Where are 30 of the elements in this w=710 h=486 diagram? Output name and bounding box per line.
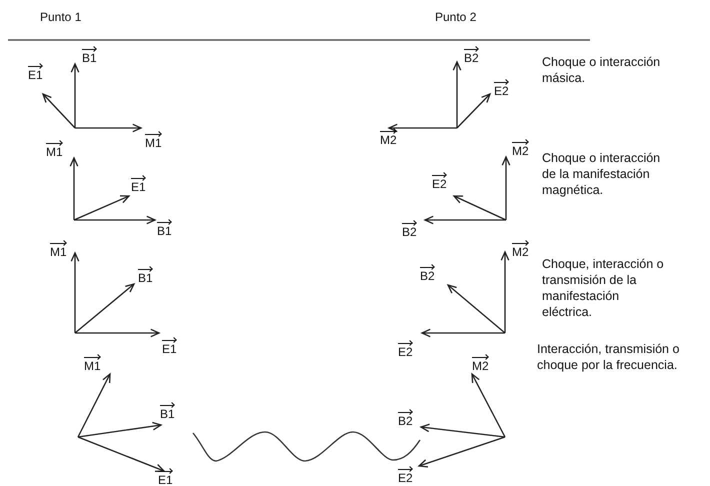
vector-label: E1	[131, 175, 146, 194]
vector-label: E1	[162, 337, 177, 356]
vector-label: M2	[472, 354, 489, 373]
vector-label: M2	[512, 240, 529, 259]
vector-label: E2	[398, 466, 413, 485]
vector-label: E1	[158, 468, 173, 486]
vector-label: B1	[138, 266, 153, 285]
point-heading: Punto 2	[435, 10, 476, 24]
vector-label: M1	[50, 240, 67, 259]
description-text: Choque o interacción de la manifestación magnética.	[542, 150, 662, 198]
vector-label: E1	[28, 63, 43, 82]
vector-label: M2	[512, 139, 529, 158]
vector-label: E2	[398, 340, 413, 359]
vector-label: B2	[420, 264, 435, 283]
description-text: Choque, interacción o transmisión de la manifestación eléctrica.	[542, 256, 665, 320]
vector-label: B1	[157, 219, 172, 238]
vector-label: B2	[464, 46, 479, 65]
vector-label: E2	[494, 79, 509, 98]
vector-label: B2	[398, 409, 413, 428]
description-text: Interacción, transmisión o choque por la frecuencia.	[537, 341, 680, 373]
vector-label: M1	[84, 354, 101, 373]
description-text: Choque o interacción másica.	[542, 54, 662, 86]
vector-label: B2	[402, 220, 417, 239]
vector-label: B1	[160, 402, 175, 421]
point-heading: Punto 1	[40, 10, 82, 24]
vector-label: E2	[432, 172, 447, 191]
vector-label: M2	[380, 128, 397, 147]
vector-label: M1	[46, 140, 63, 159]
vector-label: M1	[145, 131, 162, 150]
vector-label: B1	[82, 46, 97, 65]
